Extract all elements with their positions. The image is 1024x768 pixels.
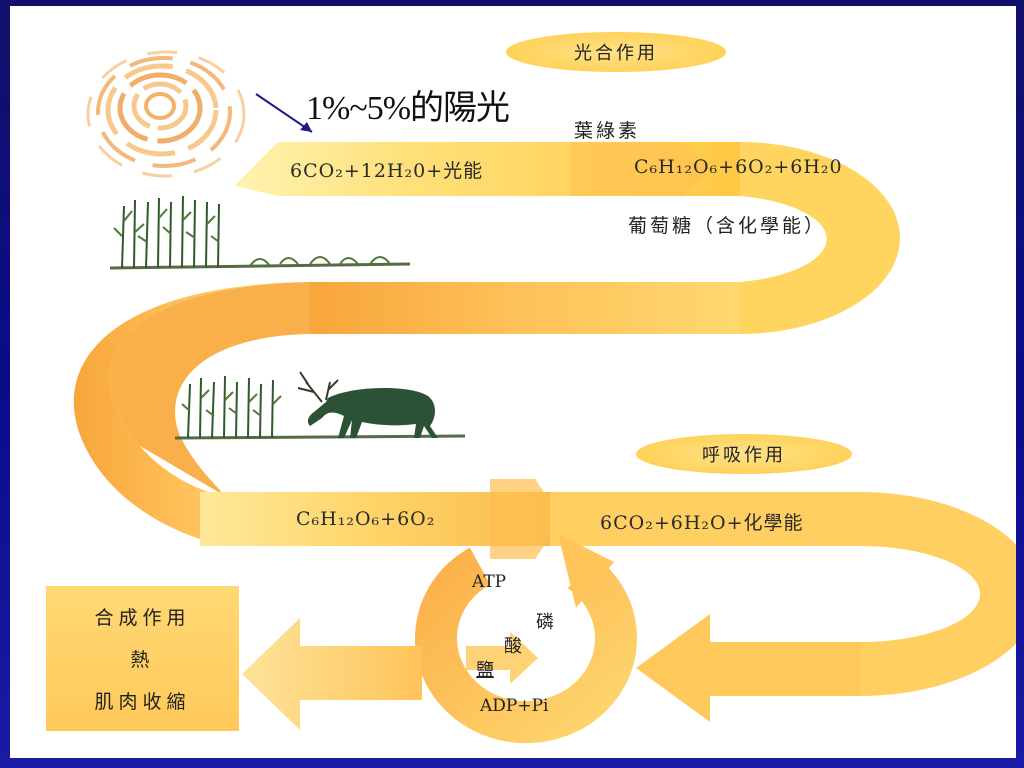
deer-icon bbox=[297, 371, 438, 438]
synthesis-label: 合成作用 bbox=[94, 607, 191, 630]
respiration-products: 6CO₂+6H₂O+化學能 bbox=[600, 512, 804, 534]
band-middle-curve-fill bbox=[109, 282, 311, 496]
adp-label: ADP+Pi bbox=[480, 696, 549, 716]
band-bottom-arrow bbox=[636, 614, 710, 722]
glucose-label: 葡萄糖（含化學能） bbox=[628, 215, 827, 237]
photosynthesis-reactants: 6CO₂+12H₂0+光能 bbox=[290, 160, 484, 182]
atp-cycle bbox=[415, 534, 637, 744]
chlorophyll-arrow bbox=[570, 142, 710, 196]
photosynthesis-products: C₆H₁₂O₆+6O₂+6H₂0 bbox=[634, 156, 843, 178]
band-middle-curve bbox=[73, 282, 310, 546]
atp-label: ATP bbox=[472, 572, 507, 592]
heat-label: 熱 bbox=[130, 648, 155, 671]
slide: 光合作用 呼吸作用 1%~5%的陽光 葉綠素 6CO₂+12H₂0+光能 C₆H… bbox=[10, 6, 1016, 758]
sunlight-percentage-note: 1%~5%的陽光 bbox=[306, 90, 510, 127]
energy-use-box: 合成作用 熱 肌肉收縮 bbox=[46, 586, 239, 731]
phosphate-char-1: 磷 bbox=[536, 612, 554, 633]
sunlight-pointer bbox=[255, 93, 313, 133]
phosphate-char-2: 酸 bbox=[504, 636, 522, 657]
output-arrow bbox=[242, 618, 422, 730]
respiration-reactants: C₆H₁₂O₆+6O₂ bbox=[296, 508, 436, 530]
photosynthesis-label: 光合作用 bbox=[506, 32, 726, 72]
band-top-curve bbox=[740, 142, 900, 334]
chlorophyll-label: 葉綠素 bbox=[574, 120, 641, 142]
band-lower bbox=[200, 492, 570, 546]
energy-flow-diagram bbox=[73, 50, 1016, 744]
respiration-label: 呼吸作用 bbox=[636, 434, 852, 474]
resp-arrow bbox=[490, 479, 562, 559]
sun-rings-icon bbox=[86, 50, 246, 178]
phosphate-char-3: 鹽 bbox=[476, 660, 494, 681]
corn-plants-icon bbox=[109, 195, 411, 270]
band-bottom bbox=[700, 642, 860, 696]
band-middle bbox=[310, 282, 740, 334]
band-lower-right bbox=[550, 492, 1016, 696]
muscle-contraction-label: 肌肉收縮 bbox=[94, 690, 191, 713]
